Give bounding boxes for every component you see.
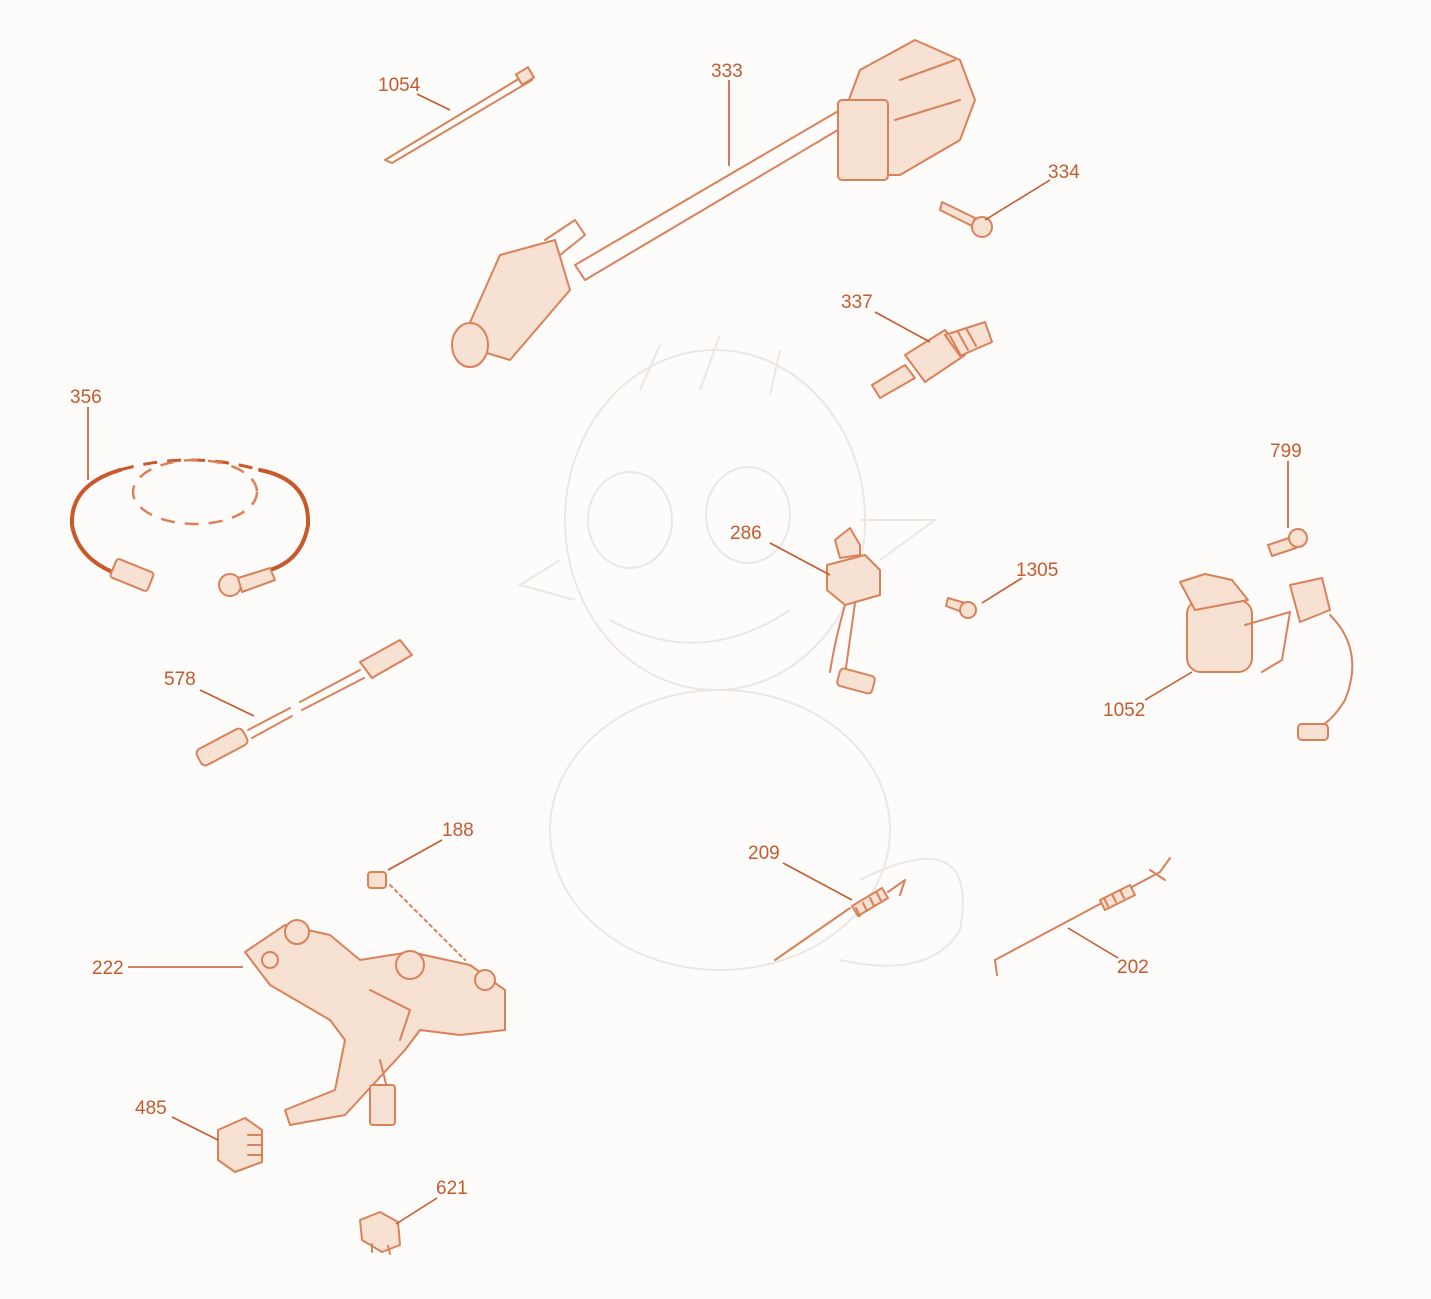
kill-switch-icon xyxy=(826,527,881,695)
callout-485: 485 xyxy=(135,1098,167,1119)
callout-286: 286 xyxy=(730,523,762,544)
callout-209: 209 xyxy=(748,843,780,864)
screw-icon xyxy=(945,597,977,619)
callout-188: 188 xyxy=(442,820,474,841)
ignition-coil-icon xyxy=(451,39,976,368)
callout-222: 222 xyxy=(92,958,124,979)
wire-harness-icon xyxy=(195,639,413,767)
callout-1054: 1054 xyxy=(378,75,421,96)
bolt-icon xyxy=(939,201,993,238)
clip-icon xyxy=(217,1117,263,1173)
callout-1305: 1305 xyxy=(1016,560,1058,581)
leader-lines xyxy=(87,80,1289,1225)
callout-333: 333 xyxy=(711,61,743,82)
cable-tie-icon xyxy=(384,66,536,164)
governor-link-icon xyxy=(994,857,1171,976)
callout-621: 621 xyxy=(436,1178,468,1199)
callout-labels: 1054 333 334 337 356 799 286 1305 1052 5… xyxy=(70,61,1302,1199)
dragon-watermark-icon xyxy=(517,334,964,971)
callout-356: 356 xyxy=(70,387,102,408)
spark-plug-icon xyxy=(871,321,993,399)
spring-icon xyxy=(774,879,906,961)
callout-337: 337 xyxy=(841,292,873,313)
screw-icon xyxy=(367,871,466,961)
callout-1052: 1052 xyxy=(1103,700,1145,721)
callout-799: 799 xyxy=(1270,441,1302,462)
callout-334: 334 xyxy=(1048,162,1080,183)
solenoid-icon xyxy=(1179,573,1354,741)
callout-202: 202 xyxy=(1117,957,1149,978)
callout-578: 578 xyxy=(164,669,196,690)
control-bracket-icon xyxy=(244,919,506,1126)
clip-icon xyxy=(359,1211,401,1255)
bolt-icon xyxy=(1267,528,1308,557)
ground-cable-icon xyxy=(69,458,311,597)
